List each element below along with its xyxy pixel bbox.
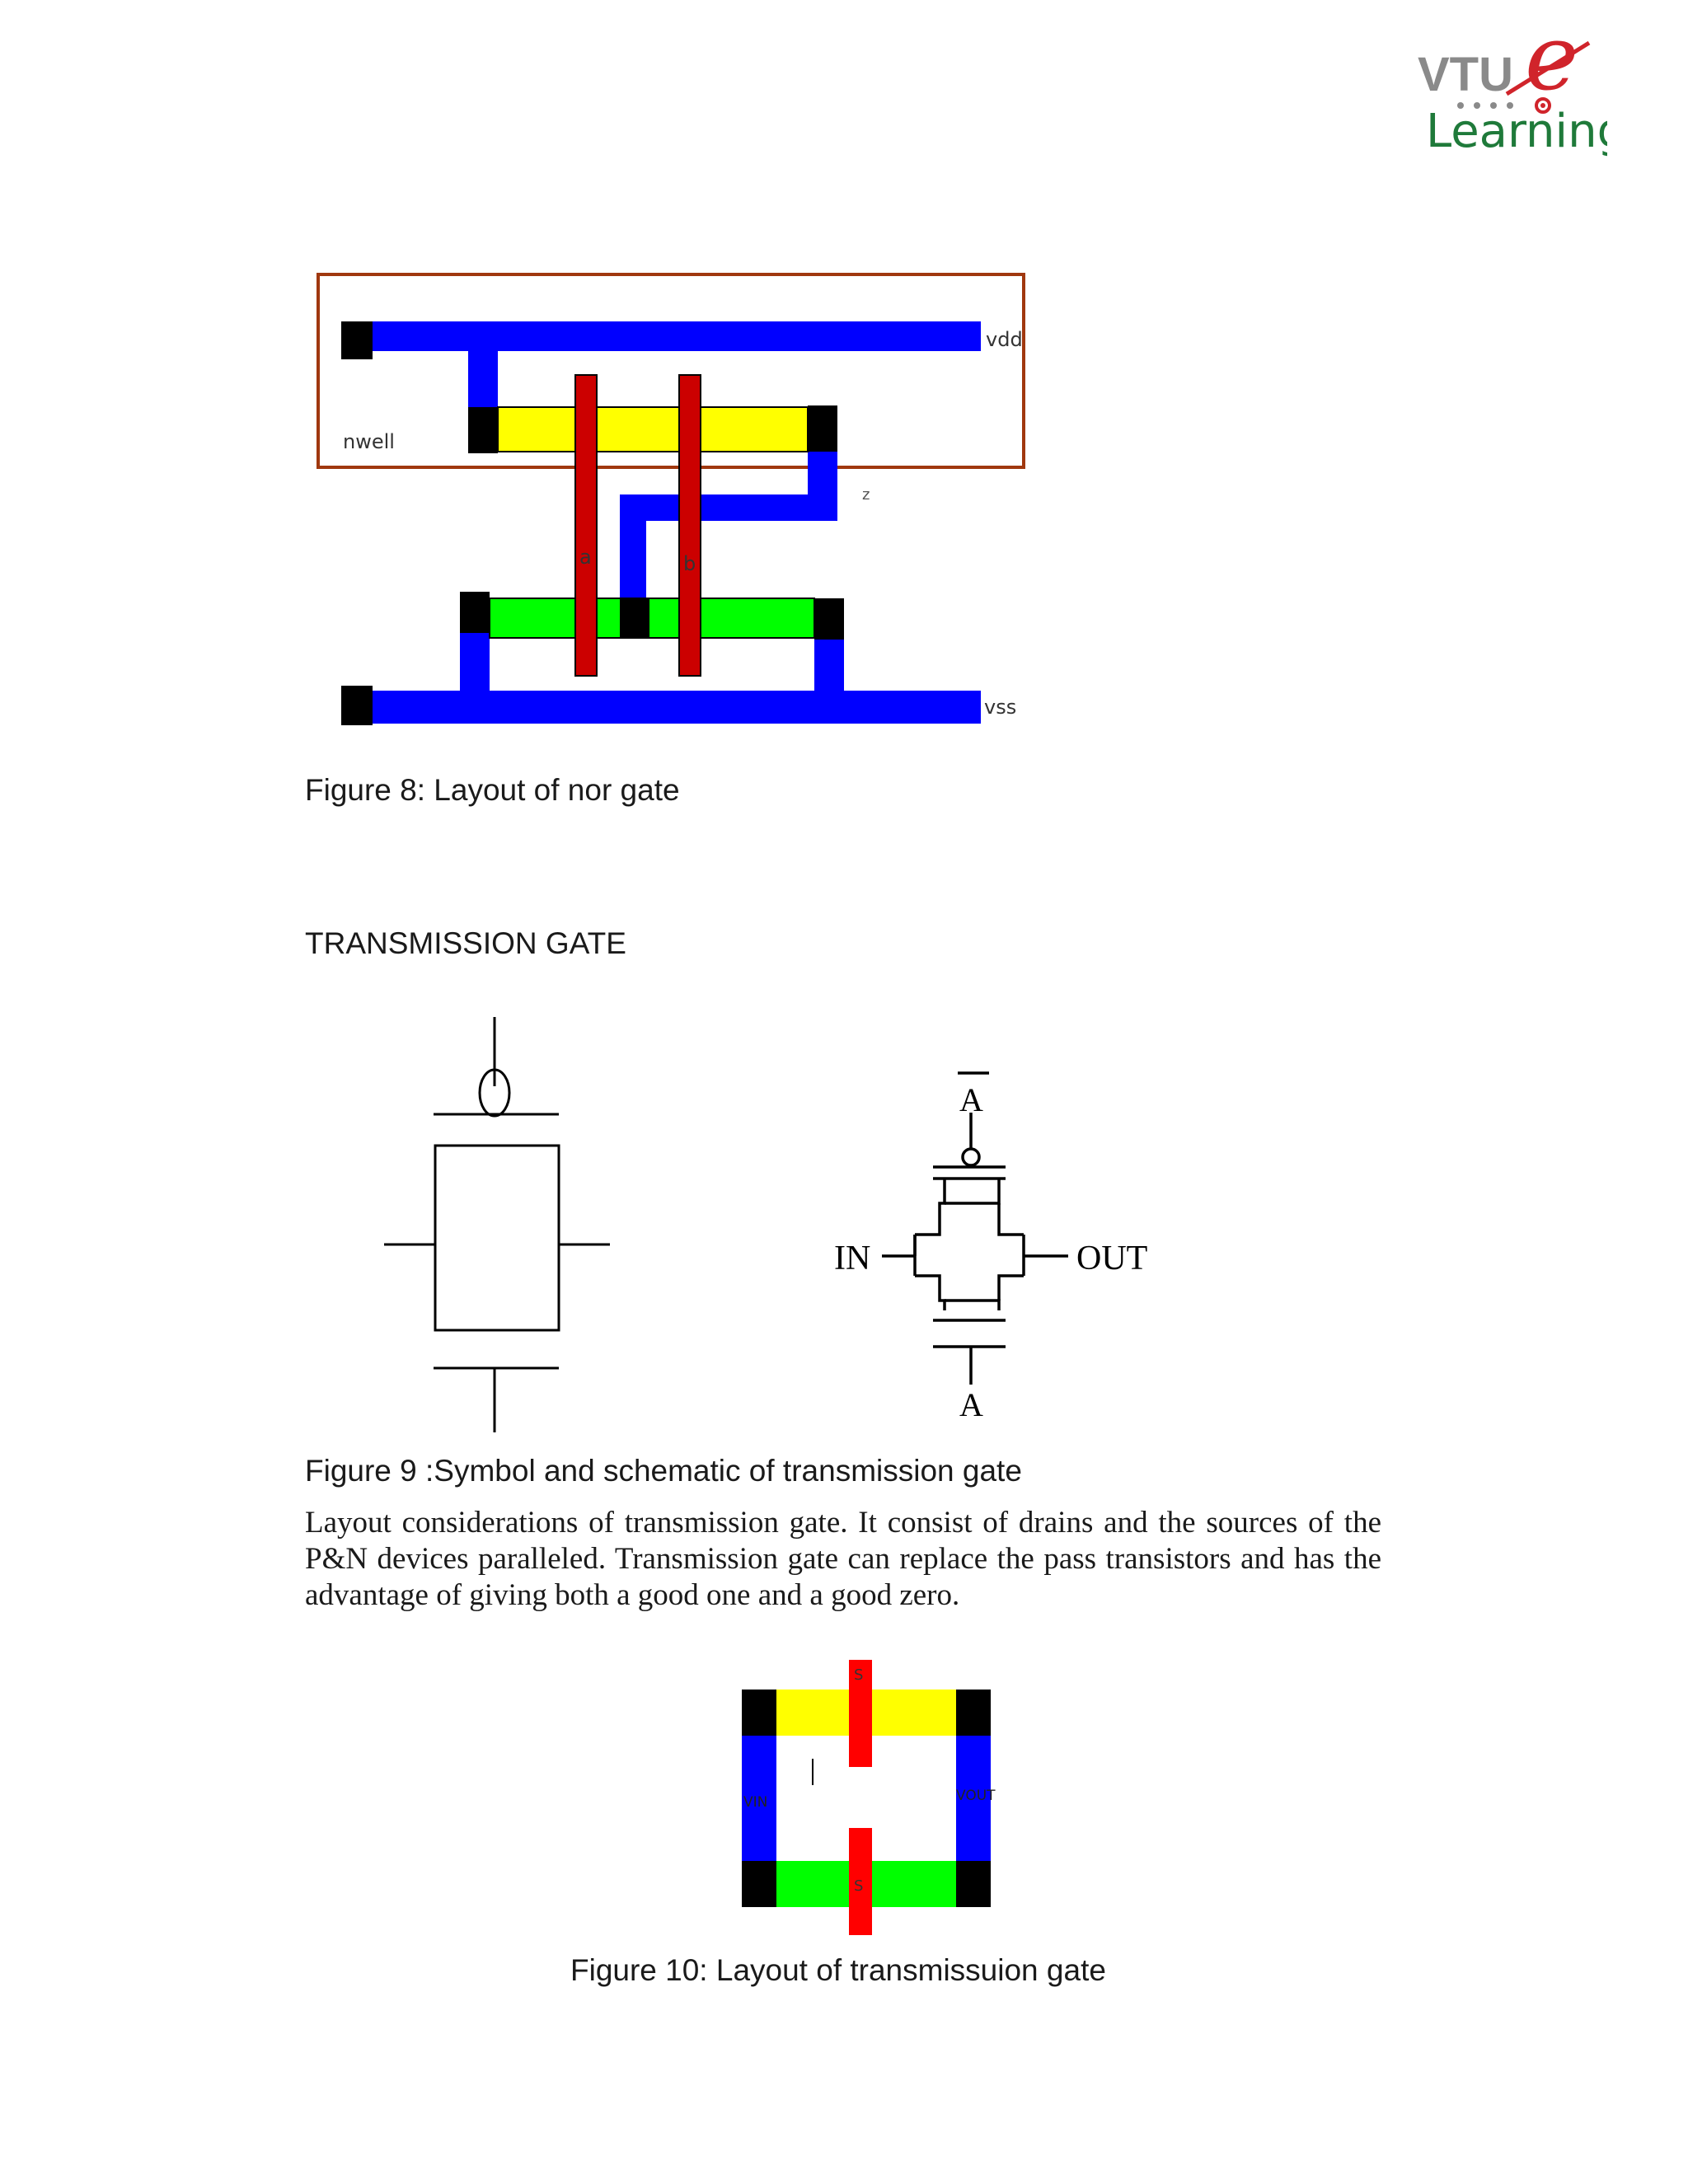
label-bottom-gate: S — [854, 1877, 863, 1895]
label-vout: VOUT — [956, 1788, 996, 1804]
label-z: z — [862, 486, 870, 504]
logo-red-dot — [1535, 97, 1551, 114]
logo-vtu-text: VTU — [1418, 48, 1513, 101]
metal-wires — [345, 321, 981, 724]
poly-gate-a — [574, 374, 598, 677]
transmission-gate-symbol — [384, 1017, 610, 1432]
poly-gate-b — [678, 374, 701, 677]
label-a: a — [579, 546, 592, 569]
label-nwell: nwell — [343, 430, 395, 453]
schematic-in-label: IN — [834, 1240, 870, 1277]
label-vdd: vdd — [986, 328, 1023, 351]
p-diffusion — [497, 406, 809, 452]
schematic-out-label: OUT — [1076, 1240, 1147, 1277]
contacts — [341, 321, 844, 725]
poly-gate-bottom — [849, 1828, 872, 1935]
n-diffusion — [489, 598, 815, 639]
transmission-gate-schematic: A IN OUT A — [834, 1071, 1147, 1423]
label-b: b — [683, 552, 696, 575]
metal-vout — [956, 1736, 991, 1861]
label-top-gate: S — [854, 1666, 863, 1684]
figure8-nor-layout: vdd nwell z a b vss — [316, 273, 1025, 725]
poly-gate-top — [849, 1660, 872, 1767]
vtu-elearning-logo: VTU e Learning — [1418, 25, 1607, 157]
label-vin: VIN — [743, 1794, 767, 1811]
metal-vin — [742, 1736, 776, 1861]
figure10-caption: Figure 10: Layout of transmissuion gate — [570, 1953, 1106, 1987]
figure10-tgate-layout: S S VIN VOUT — [742, 1660, 996, 1935]
nwell-region — [316, 273, 1025, 469]
contacts — [742, 1690, 991, 1907]
schematic-bottom-label: A — [959, 1386, 983, 1423]
figure8-caption: Figure 8: Layout of nor gate — [305, 773, 680, 807]
logo-swoosh — [1505, 40, 1591, 96]
logo-dots — [1457, 102, 1513, 109]
section-heading: TRANSMISSION GATE — [305, 926, 626, 960]
figure9-caption: Figure 9 :Symbol and schematic of transm… — [305, 1454, 1022, 1488]
body-paragraph: Layout considerations of transmission ga… — [305, 1506, 1381, 1612]
schematic-top-label: A — [959, 1081, 983, 1118]
label-vss: vss — [984, 696, 1016, 719]
logo-learning-text: Learning — [1426, 105, 1607, 157]
